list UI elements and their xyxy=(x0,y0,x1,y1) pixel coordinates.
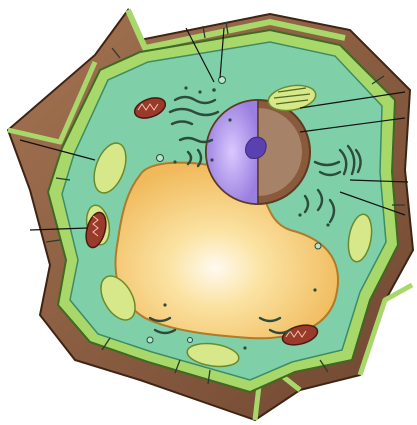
plant-cell-diagram xyxy=(0,0,417,425)
plant-cell-illustration xyxy=(0,0,417,425)
